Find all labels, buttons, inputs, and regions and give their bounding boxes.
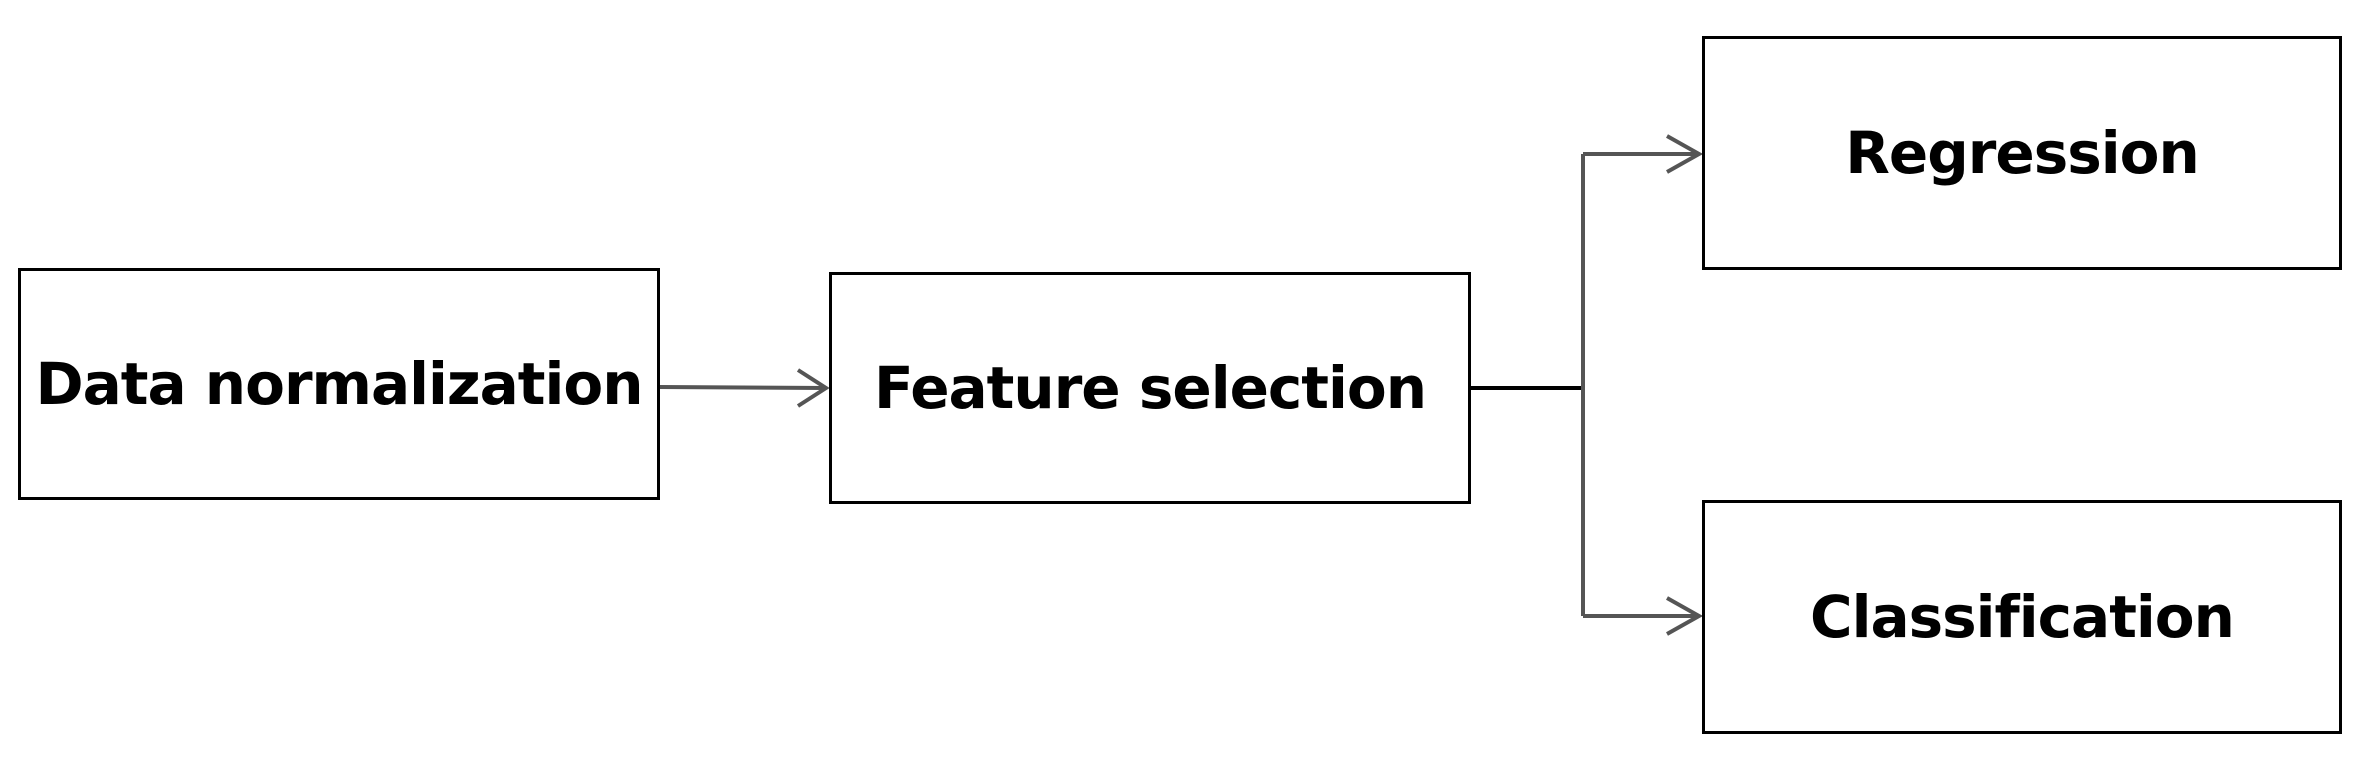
node-feature-selection: Feature selection	[829, 272, 1471, 504]
node-data-normalization: Data normalization	[18, 268, 660, 500]
edge-feature-to-regression	[1583, 134, 1704, 174]
edge-feature-to-classification	[1583, 596, 1704, 636]
node-label-data-normalization: Data normalization	[35, 350, 643, 418]
node-classification: Classification	[1702, 500, 2342, 734]
node-label-regression: Regression	[1845, 119, 2200, 187]
node-label-classification: Classification	[1810, 583, 2235, 651]
edge-normalization-to-feature	[659, 368, 830, 408]
node-label-feature-selection: Feature selection	[873, 354, 1427, 422]
node-regression: Regression	[1702, 36, 2342, 270]
edge-feature-trunk	[1471, 154, 1585, 616]
